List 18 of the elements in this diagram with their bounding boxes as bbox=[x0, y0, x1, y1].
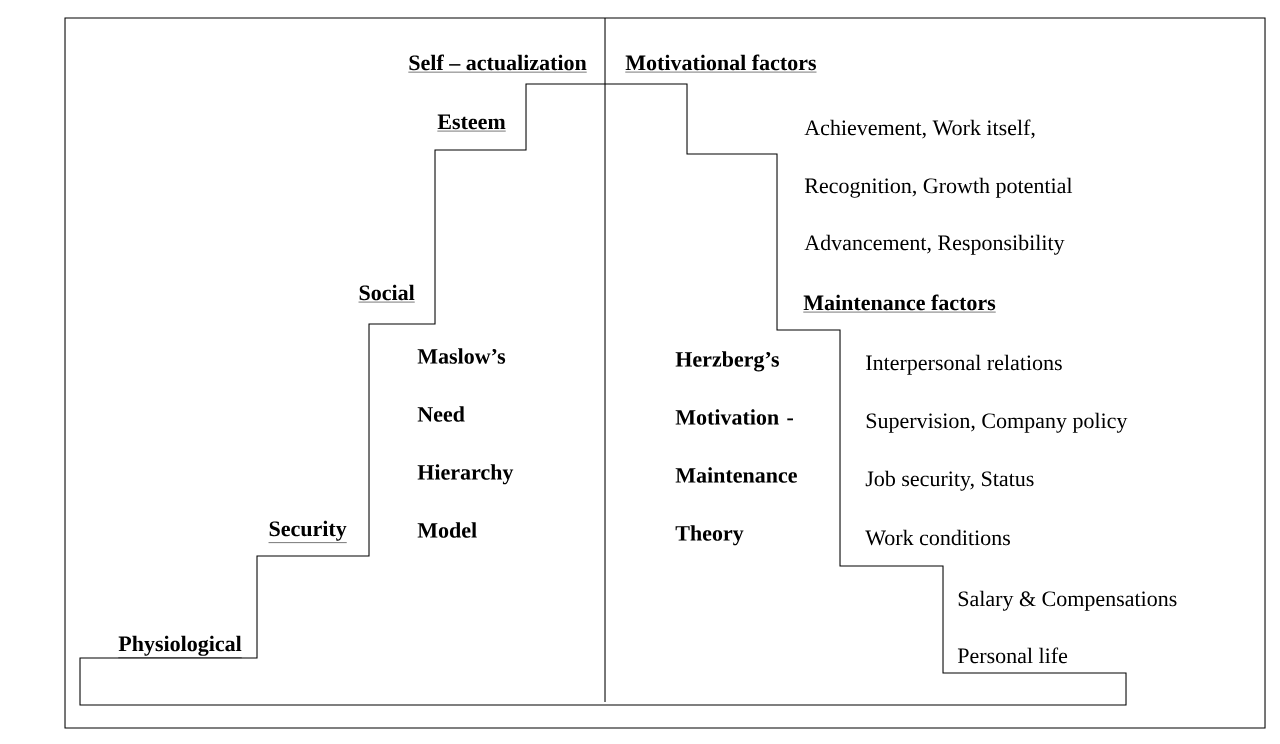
factor-text: Achievement, Work itself, bbox=[804, 119, 1035, 139]
heading: Motivational factors bbox=[625, 54, 817, 73]
heading: Security bbox=[268, 520, 347, 543]
factor-text: Supervision, Company policy bbox=[866, 412, 1128, 433]
model-title: Maslow’s Need Hierarchy Model bbox=[417, 348, 514, 538]
factor-text: Personal life bbox=[957, 647, 1068, 664]
factor-text: Advancement, Responsibility bbox=[804, 234, 1065, 255]
heading: Self – actualization bbox=[408, 54, 587, 73]
factor-text: Salary & Compensations bbox=[958, 590, 1177, 611]
heading: Esteem bbox=[437, 114, 506, 132]
factor-text: Job security, Status bbox=[865, 470, 1034, 491]
heading: Maintenance factors bbox=[803, 294, 996, 313]
model-title: Herzberg’s Motivation - Maintenance Theory bbox=[675, 351, 797, 546]
factor-text: Recognition, Growth potential bbox=[804, 177, 1073, 198]
heading: Physiological bbox=[118, 635, 242, 658]
heading: Social bbox=[358, 284, 415, 303]
factor-text: Work conditions bbox=[865, 529, 1010, 546]
factor-text: Interpersonal relations bbox=[866, 354, 1062, 375]
